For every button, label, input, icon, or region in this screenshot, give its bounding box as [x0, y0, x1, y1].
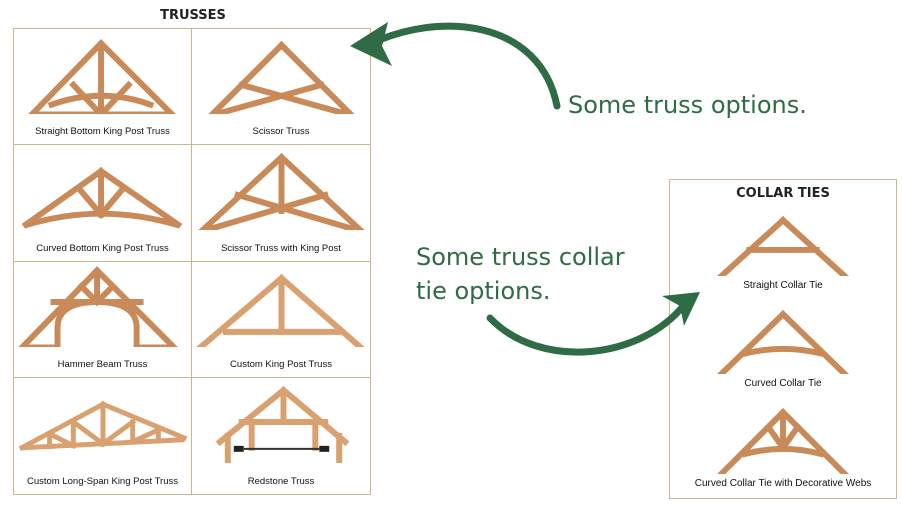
truss-card-straight-bottom-king-post[interactable]: Straight Bottom King Post Truss [14, 29, 192, 146]
collar-card-straight[interactable]: Straight Collar Tie [670, 206, 896, 296]
steel-plate-right [319, 445, 330, 452]
truss-card-scissor[interactable]: Scissor Truss [192, 29, 370, 146]
straight-collar-tie-image [716, 215, 850, 276]
collar-note-line1: Some truss collar [416, 243, 625, 271]
truss-label: Custom Long-Span King Post Truss [26, 476, 179, 487]
truss-card-curved-bottom-king-post[interactable]: Curved Bottom King Post Truss [14, 145, 192, 262]
curved-collar-tie-decorative-webs-image [717, 408, 849, 474]
steel-plate-left [233, 445, 244, 452]
collar-label: Curved Collar Tie [744, 378, 822, 389]
collar-label: Straight Collar Tie [743, 280, 823, 291]
truss-card-custom-king-post[interactable]: Custom King Post Truss [192, 262, 370, 378]
redstone-truss-image [215, 385, 350, 463]
truss-card-scissor-king-post[interactable]: Scissor Truss with King Post [192, 145, 370, 262]
long-span-king-post-truss-image [18, 400, 188, 451]
custom-king-post-truss-image [196, 273, 365, 347]
truss-card-long-span-king-post[interactable]: Custom Long-Span King Post Truss [14, 377, 192, 494]
truss-label: Hammer Beam Truss [57, 358, 148, 370]
scissor-truss-image [208, 40, 355, 114]
trusses-title: TRUSSES [160, 8, 226, 23]
collar-card-curved-webs[interactable]: Curved Collar Tie with Decorative Webs [670, 404, 896, 494]
truss-label: Redstone Truss [247, 476, 315, 487]
curved-bottom-king-post-truss-image [21, 167, 183, 229]
arrow-to-collar-ties [486, 301, 688, 356]
truss-label: Scissor Truss [252, 126, 310, 138]
truss-label: Curved Bottom King Post Truss [36, 242, 169, 254]
collar-note-line2: tie options. [416, 277, 551, 305]
truss-label: Straight Bottom King Post Truss [35, 126, 170, 138]
curved-collar-tie-image [717, 310, 849, 374]
arrow-to-trusses [364, 22, 561, 110]
truss-options-note: Some truss options. [568, 91, 807, 119]
truss-label: Custom King Post Truss [230, 358, 332, 370]
truss-label: Scissor Truss with King Post [221, 242, 341, 254]
collar-ties-panel: COLLAR TIES Straight Collar Tie Curved C… [669, 179, 897, 499]
collar-ties-title: COLLAR TIES [736, 186, 830, 201]
hammer-beam-truss-image [18, 265, 178, 347]
collar-label: Curved Collar Tie with Decorative Webs [694, 478, 872, 489]
trusses-grid: Straight Bottom King Post Truss Scissor … [13, 28, 371, 495]
straight-bottom-king-post-truss-image [28, 39, 176, 114]
truss-card-hammer-beam[interactable]: Hammer Beam Truss [14, 261, 192, 378]
collar-card-curved[interactable]: Curved Collar Tie [670, 304, 896, 394]
scissor-truss-with-king-post-image [198, 153, 365, 231]
truss-card-redstone[interactable]: Redstone Truss [192, 378, 370, 494]
